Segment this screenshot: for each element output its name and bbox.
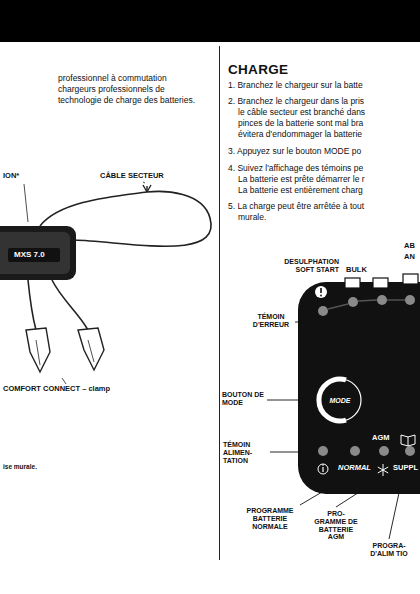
- section-heading: CHARGE: [228, 62, 288, 78]
- body-text: murale.: [238, 213, 266, 223]
- button-label: MODE: [316, 397, 364, 404]
- part-label: DESULPHATION SOFT START: [277, 258, 339, 274]
- body-text: 3. Appuyez sur le bouton MODE po: [228, 147, 361, 157]
- part-label: ise murale.: [3, 463, 37, 470]
- control-panel-drawing: [267, 274, 420, 539]
- body-text: La batterie est entièrement charg: [238, 186, 363, 196]
- body-text: 1. Branchez le chargeur sur la batte: [228, 81, 363, 91]
- mode-button: MODE: [316, 376, 364, 424]
- part-label: AB: [404, 242, 415, 251]
- part-label: BOUTON DE MODE: [222, 391, 266, 407]
- part-label: PROGRA- D'ALIM TIO: [366, 542, 412, 558]
- body-text: 5. La charge peut être arrêtée à tout: [228, 202, 364, 212]
- body-text: 4. Suivez l'affichage des témoins pe: [228, 164, 363, 174]
- part-label: PRO- GRAMME DE BATTERIE AGM: [312, 510, 360, 541]
- body-text: évitera d'endommager la batterie: [238, 130, 362, 140]
- body-text: professionnel à commutation: [58, 74, 167, 84]
- charger-illustration: [0, 182, 211, 384]
- part-label: ION*: [3, 172, 19, 181]
- panel-label: AGM: [372, 434, 390, 442]
- part-label: PROGRAMME BATTERIE NORMALE: [238, 507, 302, 530]
- part-label: AN: [404, 253, 415, 262]
- part-label: CÂBLE SECTEUR: [100, 172, 164, 181]
- body-text: La batterie est prête démarrer le r: [238, 175, 365, 185]
- header-bar: [0, 0, 420, 42]
- panel-label: SUPPL: [393, 464, 418, 472]
- column-divider: [219, 46, 220, 560]
- body-text: chargeurs professionnels de: [58, 85, 165, 95]
- part-label: COMFORT CONNECT – clamp: [3, 385, 110, 394]
- body-text: pinces de la batterie sont mal bra: [238, 119, 363, 129]
- body-text: technologie de charge des batteries.: [58, 96, 195, 106]
- part-label: TÉMOIN D'ERREUR: [246, 313, 296, 329]
- part-label: TÉMOIN ALIMEN- TATION: [223, 441, 269, 464]
- body-text: le câble secteur est branché dans: [238, 108, 365, 118]
- part-label: BULK: [346, 266, 367, 275]
- part-label: MXS 7.0: [14, 250, 45, 259]
- panel-label: NORMAL: [338, 464, 371, 472]
- body-text: 2. Branchez le chargeur dans la pris: [228, 97, 364, 107]
- control-panel: AGM NORMAL SUPPL MODE: [298, 282, 420, 494]
